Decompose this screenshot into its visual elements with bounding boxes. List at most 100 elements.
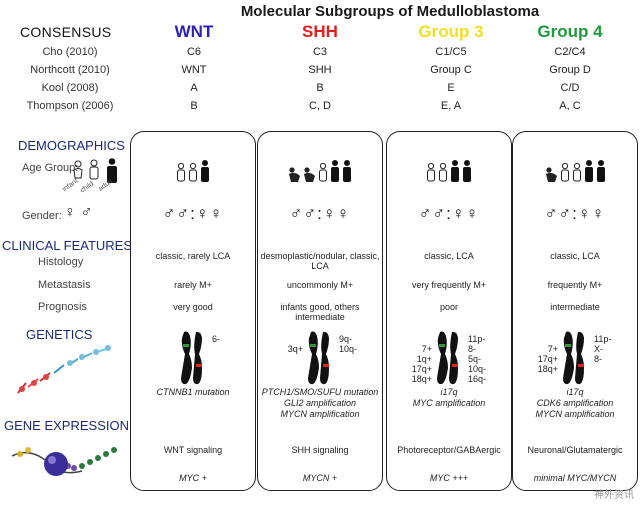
chromosome-loss-label: 10q- [339,344,358,354]
genetics-line: MYCN amplification [535,409,615,419]
chromosome-gain-label: 18q+ [411,374,432,384]
person-icon [451,160,459,182]
chromosome-loss-label: 6- [212,334,221,344]
chromosome-loss-label: 10q- [468,364,487,374]
person-icons [73,158,117,183]
person-icon [463,160,471,182]
reference-value: E [447,82,455,94]
age-group-label: Age Group: [22,162,79,174]
person-icon [189,162,197,182]
chromosome-gain-label: 7+ [421,344,432,354]
gender-ratio: ♂♂:♀♀ [418,204,480,223]
dna-helix-icon [17,345,111,394]
genetics-line: MYCN amplification [280,409,360,419]
chromosome-loss-label: 8- [594,354,603,364]
cell-metastasis: uncommonly M+ [286,280,354,290]
genetics-line: MYC amplification [412,398,486,408]
reference-value: C, D [309,100,331,112]
chromosome-gain-label: 17q+ [411,364,432,374]
person-icon [427,162,435,182]
chromosome-gain-label: 7+ [547,344,558,354]
genetics-line: i17q [566,387,584,397]
reference-value: Group D [549,64,591,76]
reference-value: C2/C4 [554,46,586,58]
reference-label: Kool (2008) [41,82,99,94]
cell-metastasis: frequently M+ [547,280,603,290]
reference-label: Northcott (2010) [30,64,110,76]
person-icon [572,162,581,182]
subgroup-panel [257,131,383,491]
chromosome-gain-label: 18q+ [537,364,558,374]
gene-expression-value: Photoreceptor/GABAergic [397,445,501,455]
cell-prognosis: intermediate [550,302,600,312]
myc-status: MYC +++ [429,473,469,483]
age-group-figures [386,160,512,188]
reference-value: A [190,82,198,94]
chromosome [305,330,335,391]
gender-ratio: ♂♂:♀♀ [162,204,224,223]
gene-expression-value: SHH signaling [291,445,349,455]
cell-histology: classic, LCA [424,251,474,261]
cell-metastasis: rarely M+ [174,280,212,290]
person-icon [584,160,593,182]
reference-value: SHH [308,64,332,76]
reference-value: B [190,100,198,112]
person-icon [596,160,605,182]
reference-label: Thompson (2006) [26,100,114,112]
cell-histology: classic, LCA [550,251,600,261]
person-icon [560,162,569,182]
gene-expression-value: WNT signaling [163,445,223,455]
myc-status: MYCN + [302,473,338,483]
reference-value: C/D [560,82,580,94]
histology-label: Histology [38,256,84,268]
chromosome-icon [437,331,458,385]
chromosome-loss-label: 11p- [468,334,486,344]
gene-expression-value: Neuronal/Glutamatergic [527,445,623,455]
chromosome-gain-label: 1q+ [416,354,432,364]
section-genetics: GENETICS [26,327,93,342]
reference-value: Group C [430,64,472,76]
person-icon [545,167,557,182]
person-icon [439,162,447,182]
person-icon [319,162,327,182]
subgroup-panel [130,131,256,491]
genetics-line: i17q [440,387,458,397]
prognosis-label: Prognosis [38,301,87,313]
gene-expression-icon [11,447,117,476]
chromosome-loss-label: 16q- [468,374,487,384]
person-icon [201,160,209,182]
age-group-figures [257,160,383,188]
gender-ratio: ♂♂:♀♀ [544,204,606,223]
gender-ratio: ♂♂:♀♀ [289,204,351,223]
chromosome-loss-label: X- [594,344,603,354]
genetics-line: GLI2 amplification [283,398,357,408]
subgroup-header-group3: Group 3 [418,22,484,41]
figure-title: Molecular Subgroups of Medulloblastoma [240,3,540,20]
person-icon [331,160,339,182]
person-icon [289,167,300,182]
chromosome [434,330,464,391]
gender-label: Gender: [22,210,62,222]
genetics-line: CTNNB1 mutation [156,387,230,397]
chromosome [178,330,208,391]
age-group-figures [512,160,638,188]
reference-value: C1/C5 [435,46,467,58]
gender-symbols-legend: ♀ ♂ [64,204,93,221]
reference-value: E, A [440,100,462,112]
chromosome-icon [181,331,202,385]
reference-value: A, C [559,100,581,112]
metastasis-label: Metastasis [38,279,91,291]
chromosome-loss-label: 8- [468,344,477,354]
chromosome-icon [308,331,329,385]
chromosome-loss-label: 11p- [594,334,612,344]
age-group-icons [70,158,122,188]
section-gene-expression: GENE EXPRESSION [4,418,129,433]
chromosome-gain-label: 17q+ [537,354,558,364]
subgroup-header-group4: Group 4 [537,22,603,41]
section-demographics: DEMOGRAPHICS [18,138,125,153]
person-icon [177,162,185,182]
age-group-figures [130,160,256,188]
cell-histology: desmoplastic/nodular, classic, LCA [260,251,380,271]
myc-status: minimal MYC/MYCN [533,473,617,483]
myc-status: MYC + [179,473,207,483]
